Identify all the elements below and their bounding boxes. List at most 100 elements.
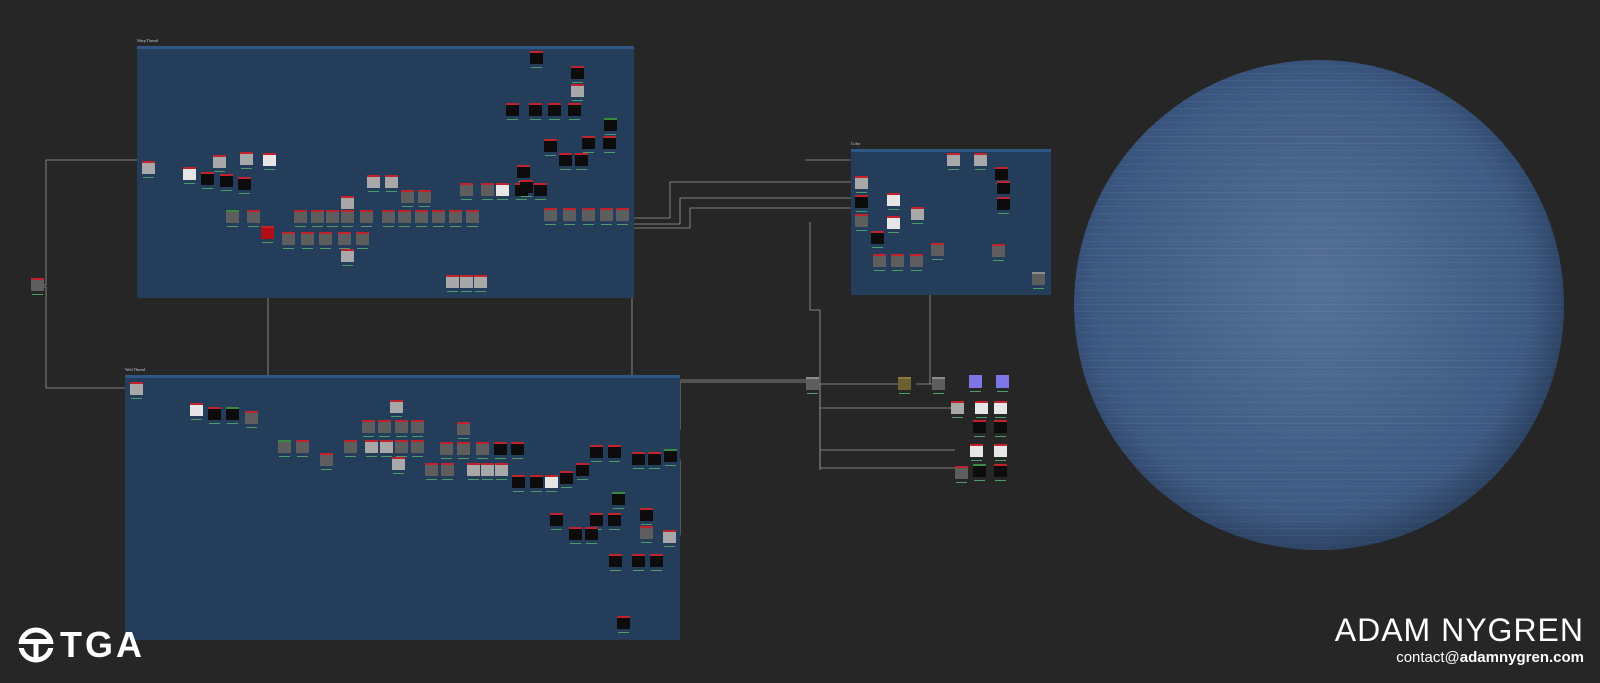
graph-node[interactable] (640, 508, 653, 525)
graph-node[interactable] (517, 165, 530, 182)
graph-node[interactable] (449, 210, 462, 227)
graph-node[interactable] (494, 442, 507, 459)
graph-node[interactable] (278, 440, 291, 457)
graph-node[interactable] (467, 463, 480, 480)
graph-node[interactable] (356, 232, 369, 249)
graph-node[interactable] (590, 513, 603, 530)
graph-node[interactable] (511, 442, 524, 459)
graph-node[interactable] (326, 210, 339, 227)
graph-node[interactable] (612, 492, 625, 509)
graph-node[interactable] (362, 420, 375, 437)
graph-node[interactable] (582, 136, 595, 153)
graph-node[interactable] (367, 175, 380, 192)
graph-node[interactable] (530, 475, 543, 492)
graph-node[interactable] (411, 440, 424, 457)
graph-node[interactable] (457, 422, 470, 439)
graph-node[interactable] (398, 210, 411, 227)
graph-node[interactable] (951, 401, 964, 418)
graph-node[interactable] (411, 420, 424, 437)
graph-node[interactable] (319, 232, 332, 249)
graph-node[interactable] (931, 243, 944, 260)
graph-node[interactable] (947, 153, 960, 170)
graph-node[interactable] (365, 440, 378, 457)
graph-node[interactable] (600, 208, 613, 225)
graph-node[interactable] (341, 196, 354, 213)
graph-node[interactable] (418, 190, 431, 207)
graph-node[interactable] (887, 216, 900, 233)
graph-node[interactable] (855, 195, 868, 212)
graph-node[interactable] (441, 463, 454, 480)
graph-node[interactable] (571, 84, 584, 101)
graph-node[interactable] (871, 231, 884, 248)
graph-node[interactable] (575, 153, 588, 170)
graph-node[interactable] (648, 452, 661, 469)
graph-node[interactable] (994, 401, 1007, 418)
graph-node[interactable] (31, 278, 44, 295)
graph-node[interactable] (608, 445, 621, 462)
graph-node[interactable] (311, 210, 324, 227)
graph-node[interactable] (392, 457, 405, 474)
graph-node[interactable] (457, 442, 470, 459)
graph-node[interactable] (432, 210, 445, 227)
frame-warp-thread[interactable]: Warp Thread (137, 38, 634, 298)
graph-node[interactable] (245, 411, 258, 428)
graph-node[interactable] (529, 103, 542, 120)
graph-node[interactable] (545, 475, 558, 492)
graph-node[interactable] (226, 407, 239, 424)
graph-node[interactable] (664, 449, 677, 466)
graph-node[interactable] (344, 440, 357, 457)
graph-node[interactable] (996, 375, 1009, 392)
graph-node[interactable] (208, 407, 221, 424)
graph-node[interactable] (887, 193, 900, 210)
graph-node[interactable] (425, 463, 438, 480)
graph-node[interactable] (240, 152, 253, 169)
graph-node[interactable] (360, 210, 373, 227)
graph-node[interactable] (512, 475, 525, 492)
graph-node[interactable] (632, 554, 645, 571)
graph-node[interactable] (997, 181, 1010, 198)
graph-node[interactable] (378, 420, 391, 437)
graph-node[interactable] (910, 254, 923, 271)
graph-node[interactable] (609, 554, 622, 571)
graph-node[interactable] (576, 463, 589, 480)
graph-node[interactable] (142, 161, 155, 178)
graph-node[interactable] (559, 153, 572, 170)
graph-node[interactable] (582, 208, 595, 225)
graph-node[interactable] (460, 183, 473, 200)
graph-node[interactable] (550, 513, 563, 530)
graph-node[interactable] (568, 103, 581, 120)
graph-node[interactable] (481, 463, 494, 480)
graph-node[interactable] (294, 210, 307, 227)
graph-node[interactable] (440, 442, 453, 459)
graph-node[interactable] (640, 526, 653, 543)
graph-node[interactable] (569, 527, 582, 544)
graph-node[interactable] (495, 463, 508, 480)
graph-node[interactable] (994, 420, 1007, 437)
graph-node[interactable] (261, 226, 274, 243)
graph-node[interactable] (385, 175, 398, 192)
graph-node[interactable] (617, 616, 630, 633)
graph-node[interactable] (213, 155, 226, 172)
graph-node[interactable] (226, 210, 239, 227)
graph-node[interactable] (571, 66, 584, 83)
graph-node[interactable] (973, 464, 986, 481)
graph-node[interactable] (855, 176, 868, 193)
graph-node[interactable] (911, 207, 924, 224)
graph-node[interactable] (873, 254, 886, 271)
graph-node[interactable] (563, 208, 576, 225)
graph-node[interactable] (585, 527, 598, 544)
graph-node[interactable] (320, 453, 333, 470)
graph-node[interactable] (520, 180, 533, 197)
graph-node[interactable] (548, 103, 561, 120)
graph-node[interactable] (460, 275, 473, 292)
graph-node[interactable] (446, 275, 459, 292)
graph-node[interactable] (506, 103, 519, 120)
graph-node[interactable] (530, 51, 543, 68)
graph-node[interactable] (247, 210, 260, 227)
graph-node[interactable] (183, 167, 196, 184)
graph-node[interactable] (544, 208, 557, 225)
graph-node[interactable] (898, 377, 911, 394)
graph-node[interactable] (481, 183, 494, 200)
graph-node[interactable] (974, 153, 987, 170)
graph-node[interactable] (973, 420, 986, 437)
